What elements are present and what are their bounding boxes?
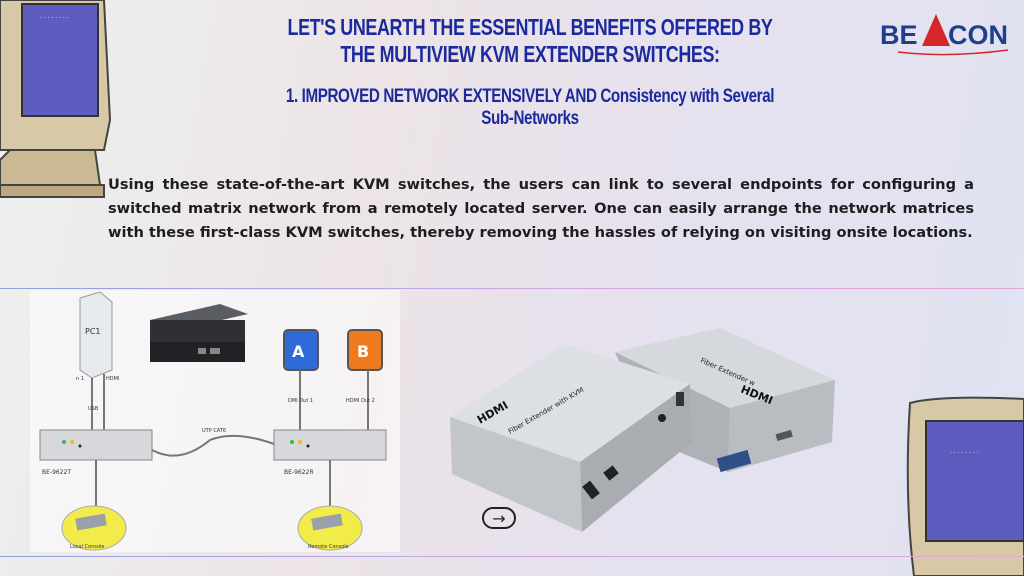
left-cable-label-1: n 1 <box>76 376 84 382</box>
section-heading: 1. IMPROVED NETWORK EXTENSIVELY AND Cons… <box>266 86 794 130</box>
pc-tower-icon <box>79 291 113 379</box>
pc-label: PC1 <box>85 327 101 336</box>
transmitter-label: BE-9622T <box>42 469 71 476</box>
out2-label: HDMI Out 2 <box>346 398 375 404</box>
section-heading-line1: 1. IMPROVED NETWORK EXTENSIVELY AND Cons… <box>285 86 775 107</box>
page-title-line1: LET'S UNEARTH THE ESSENTIAL BENEFITS OFF… <box>287 14 773 40</box>
local-console-icon: Local Console <box>61 505 127 551</box>
logo-text-right: CON <box>948 20 1008 50</box>
remote-console-icon: Remote Console <box>297 505 363 551</box>
usb-label: USB <box>88 406 99 412</box>
logo-tower-icon <box>922 14 950 46</box>
kvm-connection-diagram: PC1 n 1 HDMI USB BE-9622T BE-9622R UTP C… <box>30 290 400 552</box>
arrow-right-icon: → <box>492 508 506 528</box>
extender-front-unit: HDMI Fiber Extender with KVM <box>450 344 692 532</box>
cat-cable-label: UTP CAT6 <box>202 428 226 434</box>
next-arrow-button[interactable]: → <box>482 507 516 529</box>
retro-monitor-right-icon: · · · · · · · · <box>906 396 1024 576</box>
transmitter-unit <box>39 429 153 461</box>
beacon-logo: BE CON <box>878 8 1018 58</box>
section-heading-line2: Sub-Networks <box>481 108 579 129</box>
divider-top <box>0 288 1024 289</box>
local-console-label: Local Console <box>70 544 104 550</box>
svg-text:· · · · · · · ·: · · · · · · · · <box>40 15 69 22</box>
monitor-b-icon: B <box>347 329 383 430</box>
fiber-extender-product-photo: HDMI Fiber Extender w HDMI Fiber Extende… <box>450 328 835 532</box>
receiver-label: BE-9622R <box>284 469 314 476</box>
monitor-a-label: A <box>292 342 305 361</box>
monitor-b-label: B <box>357 342 369 361</box>
out1-label: DMI Out 1 <box>288 398 313 404</box>
divider-bottom <box>0 556 1024 557</box>
retro-monitor-left-icon: · · · · · · · · <box>0 0 112 198</box>
monitor-a-icon: A <box>283 329 319 430</box>
receiver-unit <box>273 429 387 461</box>
kvm-device-photo <box>150 304 248 362</box>
svg-text:· · · · · · · ·: · · · · · · · · <box>950 450 979 457</box>
left-cable-label-2: HDMI <box>106 376 119 382</box>
logo-text-left: BE <box>880 20 918 50</box>
page-title-line2: THE MULTIVIEW KVM EXTENDER SWITCHES: <box>340 41 720 67</box>
remote-console-label: Remote Console <box>308 544 349 550</box>
body-paragraph: Using these state-of-the-art KVM switche… <box>108 176 974 241</box>
page-title: LET'S UNEARTH THE ESSENTIAL BENEFITS OFF… <box>273 14 788 68</box>
